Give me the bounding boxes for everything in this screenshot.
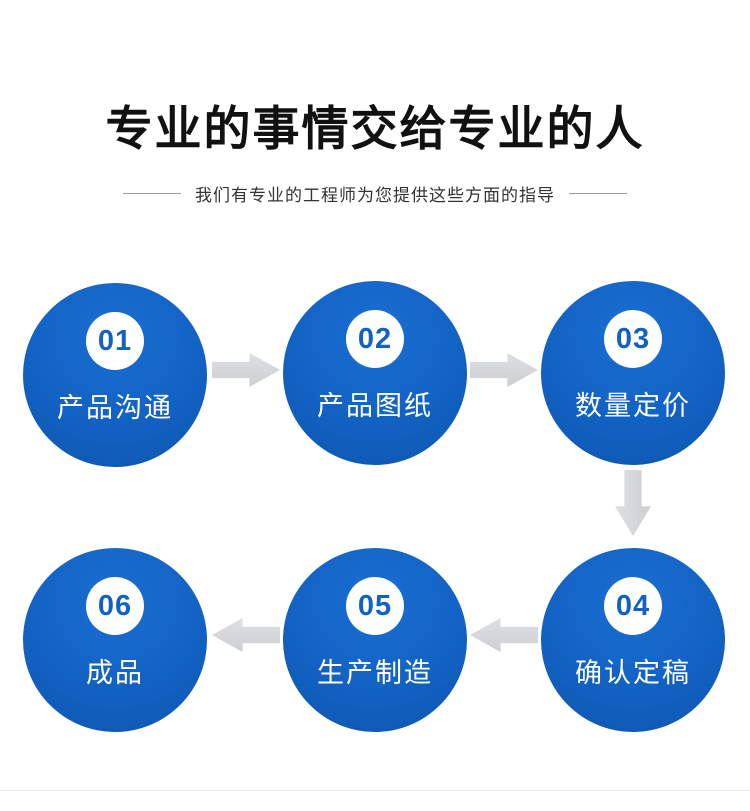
arrow-right-icon — [470, 353, 538, 387]
step-label: 数量定价 — [575, 391, 691, 421]
step-number-badge: 03 — [604, 310, 662, 368]
step-number-badge: 06 — [86, 577, 144, 635]
step-number: 05 — [357, 589, 393, 622]
step-number-badge: 05 — [346, 577, 404, 635]
step-number: 06 — [97, 589, 133, 622]
step-label: 产品沟通 — [57, 393, 173, 423]
bottom-divider — [0, 790, 750, 791]
step-label: 成品 — [86, 658, 144, 688]
step-number-badge: 04 — [604, 577, 662, 635]
step-circle-04: 04 确认定稿 — [541, 548, 725, 732]
step-number: 01 — [97, 324, 133, 357]
arrow-left-icon — [212, 618, 280, 652]
step-label: 产品图纸 — [317, 391, 433, 421]
step-number: 04 — [615, 589, 651, 622]
step-label: 生产制造 — [317, 658, 433, 688]
step-circle-03: 03 数量定价 — [541, 281, 725, 465]
arrow-left-icon — [470, 618, 538, 652]
subtitle-text: 我们有专业的工程师为您提供这些方面的指导 — [195, 186, 555, 205]
step-circle-02: 02 产品图纸 — [283, 281, 467, 465]
step-label: 确认定稿 — [575, 658, 691, 688]
step-circle-06: 06 成品 — [23, 548, 207, 732]
subtitle-line-right — [569, 193, 627, 194]
step-number: 02 — [357, 322, 393, 355]
step-circle-05: 05 生产制造 — [283, 548, 467, 732]
page-title: 专业的事情交给专业的人 — [105, 102, 645, 155]
arrow-right-icon — [212, 353, 280, 387]
arrow-down-icon — [615, 470, 651, 536]
step-circle-01: 01 产品沟通 — [23, 283, 207, 467]
step-number-badge: 01 — [86, 312, 144, 370]
step-number-badge: 02 — [346, 310, 404, 368]
step-number: 03 — [615, 322, 651, 355]
subtitle: 我们有专业的工程师为您提供这些方面的指导 — [0, 181, 750, 206]
subtitle-line-left — [123, 193, 181, 194]
